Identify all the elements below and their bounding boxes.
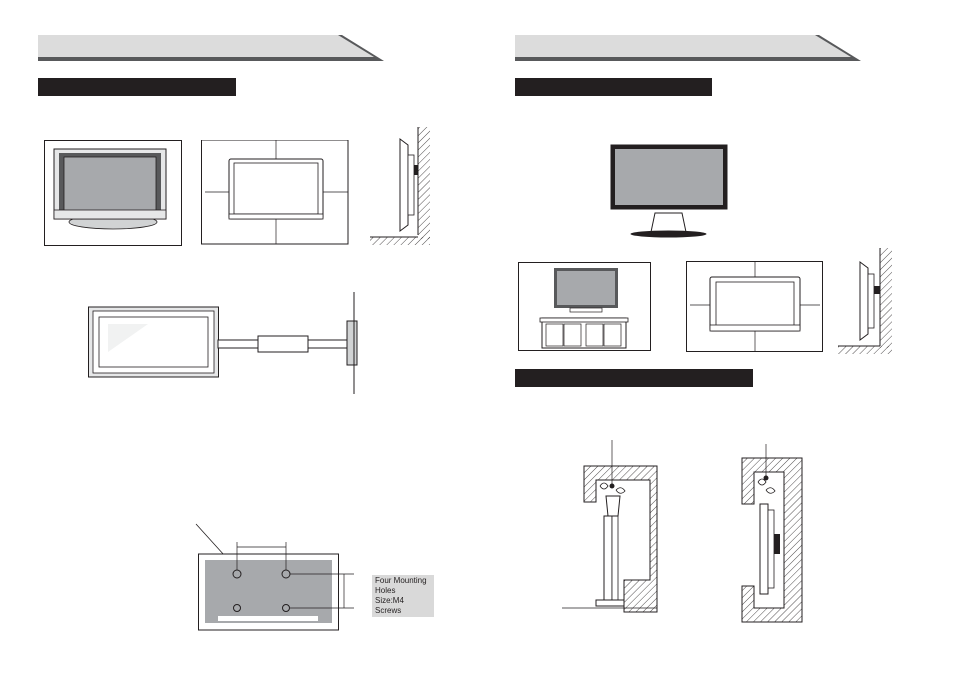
right-page-section-title-bar-1 xyxy=(515,78,712,96)
wall-side-view-left xyxy=(370,127,430,245)
mounting-holes-label-line3: Size:M4 Screws xyxy=(375,596,404,615)
left-page-section-title-bar xyxy=(38,78,236,96)
left-page-header-banner xyxy=(38,35,384,61)
wall-mount-arm-illustration xyxy=(88,292,358,394)
tv-with-pedestal-stand xyxy=(610,144,728,238)
right-page-section-title-bar-2 xyxy=(515,369,753,387)
wall-side-view-right xyxy=(838,248,892,354)
wall-strap-wall-mounted-illustration xyxy=(741,444,803,623)
right-page-header-banner xyxy=(515,35,861,61)
tv-on-cabinet-illustration xyxy=(518,262,651,351)
mounting-holes-diagram xyxy=(195,523,354,631)
wall-strap-with-stand-illustration xyxy=(562,440,658,613)
clearance-diagram-right xyxy=(686,261,823,352)
mounting-holes-label-line2: Holes xyxy=(375,586,396,595)
tv-on-stand-illustration xyxy=(44,140,182,246)
clearance-diagram xyxy=(201,140,349,245)
mounting-holes-label: Four Mounting Holes Size:M4 Screws xyxy=(372,575,434,617)
mounting-holes-label-line1: Four Mounting xyxy=(375,576,427,585)
